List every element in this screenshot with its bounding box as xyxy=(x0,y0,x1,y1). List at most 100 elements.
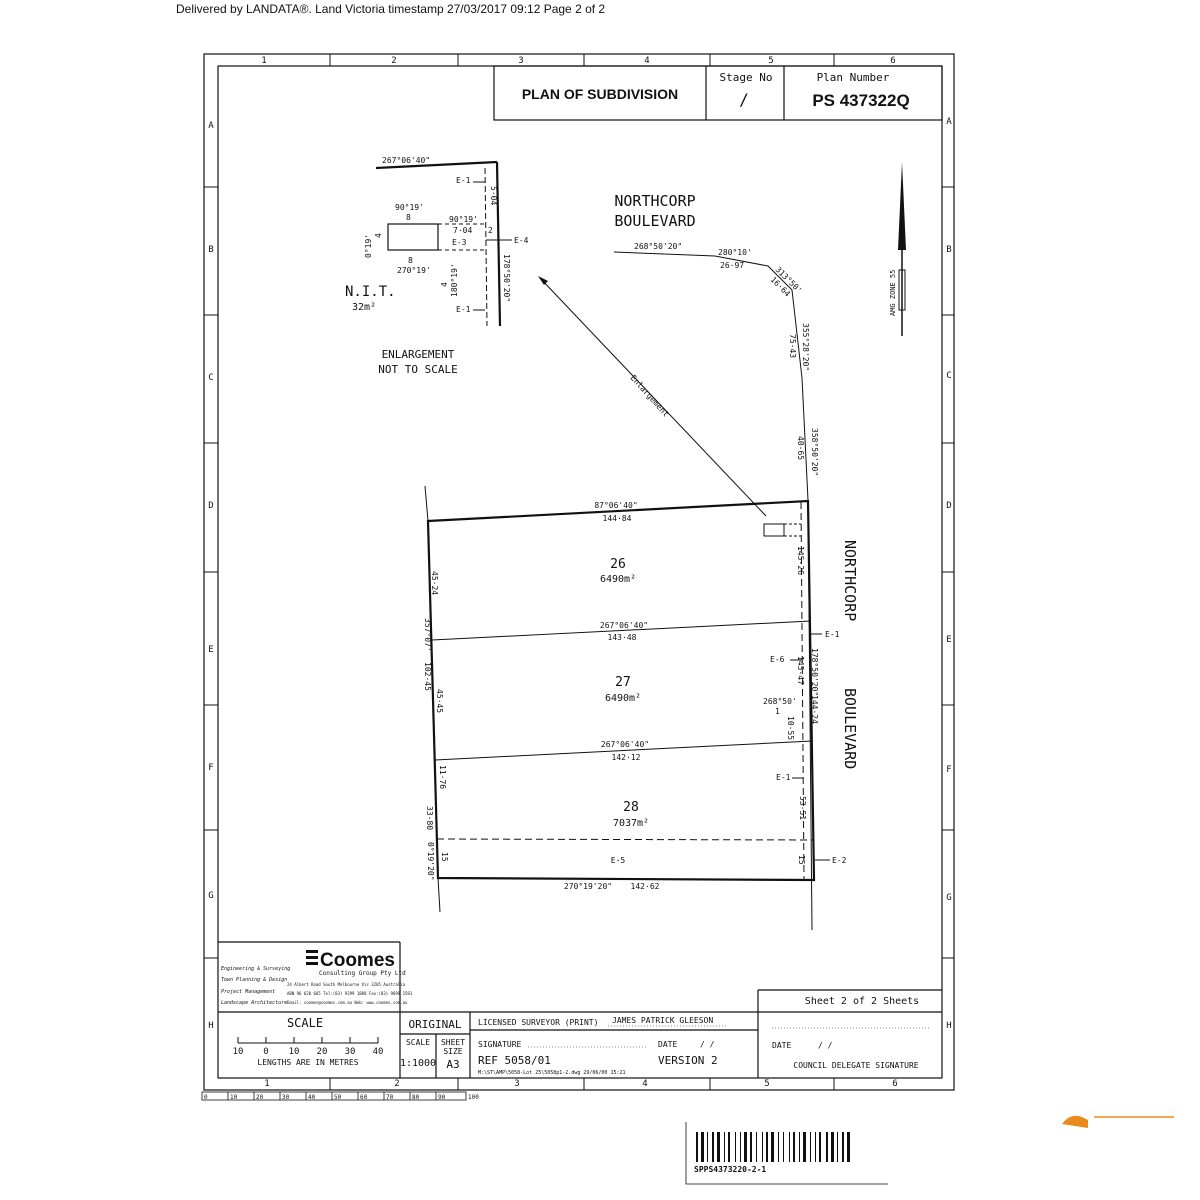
col-label: 3 xyxy=(514,1079,519,1089)
lot-boundaries xyxy=(424,485,830,913)
barcode-bar xyxy=(707,1132,708,1162)
road-name-side: NORTHCORP xyxy=(841,540,859,621)
barcode-bar xyxy=(847,1132,850,1162)
plan-number-label: Plan Number xyxy=(817,71,890,84)
date-label: DATE xyxy=(658,1040,677,1049)
col-label: 1 xyxy=(261,56,266,66)
scale-bar xyxy=(237,1037,379,1044)
barcode-bar xyxy=(819,1132,821,1162)
left-d3: 45·45 xyxy=(435,689,444,713)
barcode-bar xyxy=(803,1132,806,1162)
file-path: M:\ST\AMP\5058-Lot 25\5058p1-2.dwg 29/06… xyxy=(478,1070,626,1076)
stage-value: / xyxy=(739,90,749,109)
barcode-bar xyxy=(837,1132,838,1162)
road-b1: 268°50'20" xyxy=(634,242,682,251)
left-15: 15 xyxy=(440,852,449,862)
lot-27-area: 6490m² xyxy=(605,693,641,704)
title-box xyxy=(493,65,943,121)
barcode-bar xyxy=(771,1132,774,1162)
scale-tick: 40 xyxy=(373,1047,384,1057)
scale-units: LENGTHS ARE IN METRES xyxy=(257,1058,358,1067)
col-label: 6 xyxy=(890,56,895,66)
enlargement-arrow xyxy=(539,277,767,517)
company-sub: Consulting Group Pty Ltd xyxy=(319,970,406,977)
bottom-bearing: 270°19'20" xyxy=(564,882,612,891)
barcode-bar xyxy=(701,1132,704,1162)
scale-label: SCALE xyxy=(287,1016,323,1030)
div2-bearing: 267°06'40" xyxy=(601,740,649,749)
row-label: F xyxy=(208,763,213,773)
row-label: B xyxy=(946,245,951,255)
barcode-bar xyxy=(799,1132,800,1162)
col-label: 4 xyxy=(642,1079,647,1089)
road-b2: 280°10' xyxy=(718,248,752,257)
col-label: 5 xyxy=(768,56,773,66)
barcode-bar xyxy=(756,1132,757,1162)
nit-area: 32m² xyxy=(352,302,376,313)
enl-e3: E-3 xyxy=(452,238,467,247)
barcode-bar xyxy=(793,1132,795,1162)
stage-label: Stage No xyxy=(720,71,773,84)
right-bearing-2: 268°50' xyxy=(763,697,797,706)
nit-label: N.I.T. xyxy=(345,284,396,300)
barcode-bar xyxy=(735,1132,736,1162)
enl-bearing-180: 180°19' xyxy=(450,263,459,297)
barcode-bar xyxy=(762,1132,763,1162)
col-label: 4 xyxy=(644,56,649,66)
div1-dist: 143·48 xyxy=(608,633,637,642)
col-label: 1 xyxy=(264,1079,269,1089)
barcode-bar xyxy=(826,1132,828,1162)
company-email: Email: coomes@coomes.com.au Web: www.coo… xyxy=(287,1000,408,1005)
scale-tick: 10 xyxy=(233,1047,244,1057)
barcode-text: SPPS4373220-2-1 xyxy=(694,1165,766,1174)
row-label: C xyxy=(946,371,951,381)
left-bearing-2: 0°19'20" xyxy=(426,842,435,881)
enl-left-bearing: 0°19' xyxy=(364,234,373,258)
arrow-head xyxy=(538,276,548,285)
version: VERSION 2 xyxy=(658,1054,718,1067)
council-date-label: DATE xyxy=(772,1041,791,1050)
ruler-tick: 60 xyxy=(360,1094,368,1101)
sheet-size-label-2: SIZE xyxy=(443,1047,462,1056)
coomes-logo-icon xyxy=(306,950,318,965)
title-block-lines xyxy=(218,941,942,1078)
barcode-bar xyxy=(717,1132,720,1162)
lot-28-number: 28 xyxy=(623,800,639,815)
right-d5: 53·51 xyxy=(798,796,807,820)
div1-bearing: 267°06'40" xyxy=(600,621,648,630)
bottom-dist: 142·62 xyxy=(631,882,660,891)
col-label: 3 xyxy=(518,56,523,66)
barcode-bar xyxy=(728,1132,730,1162)
right-e1a: E-1 xyxy=(825,630,840,639)
left-d5: 33·80 xyxy=(425,806,434,830)
date-value: / / xyxy=(700,1040,715,1049)
scale-tick: 30 xyxy=(345,1047,356,1057)
right-e6: E-6 xyxy=(770,655,785,664)
sheet-size-value: A3 xyxy=(446,1058,459,1071)
row-label: C xyxy=(208,373,213,383)
enl-bearing-a: 90°19' xyxy=(395,203,424,212)
row-label: G xyxy=(208,891,213,901)
row-label: H xyxy=(208,1021,213,1031)
right-bearing: 178°50'20" xyxy=(810,648,819,696)
sheet-size-label: SHEET xyxy=(441,1038,465,1047)
road-name-side-2: BOULEVARD xyxy=(841,688,859,769)
barcode-bar xyxy=(740,1132,741,1162)
inner-frame xyxy=(217,65,943,1079)
scale-tick: 10 xyxy=(289,1047,300,1057)
lot-27-number: 27 xyxy=(615,675,631,690)
firm-line: Engineering & Surveying xyxy=(221,966,290,972)
barcode-bar xyxy=(783,1132,784,1162)
firm-line: Project Management xyxy=(221,989,275,995)
lot-26-number: 26 xyxy=(610,557,626,572)
lot-top-bearing: 87°06'40" xyxy=(594,501,637,510)
enl-e1-top: E-1 xyxy=(456,176,471,185)
barcode-bar xyxy=(831,1132,834,1162)
barcode-bar xyxy=(712,1132,714,1162)
barcode-bar xyxy=(789,1132,790,1162)
lot-26-area: 6490m² xyxy=(600,574,636,585)
barcode-bar xyxy=(750,1132,752,1162)
ruler-tick: 0 xyxy=(204,1094,208,1101)
plan-title: PLAN OF SUBDIVISION xyxy=(522,86,678,102)
barcode-bar xyxy=(724,1132,725,1162)
